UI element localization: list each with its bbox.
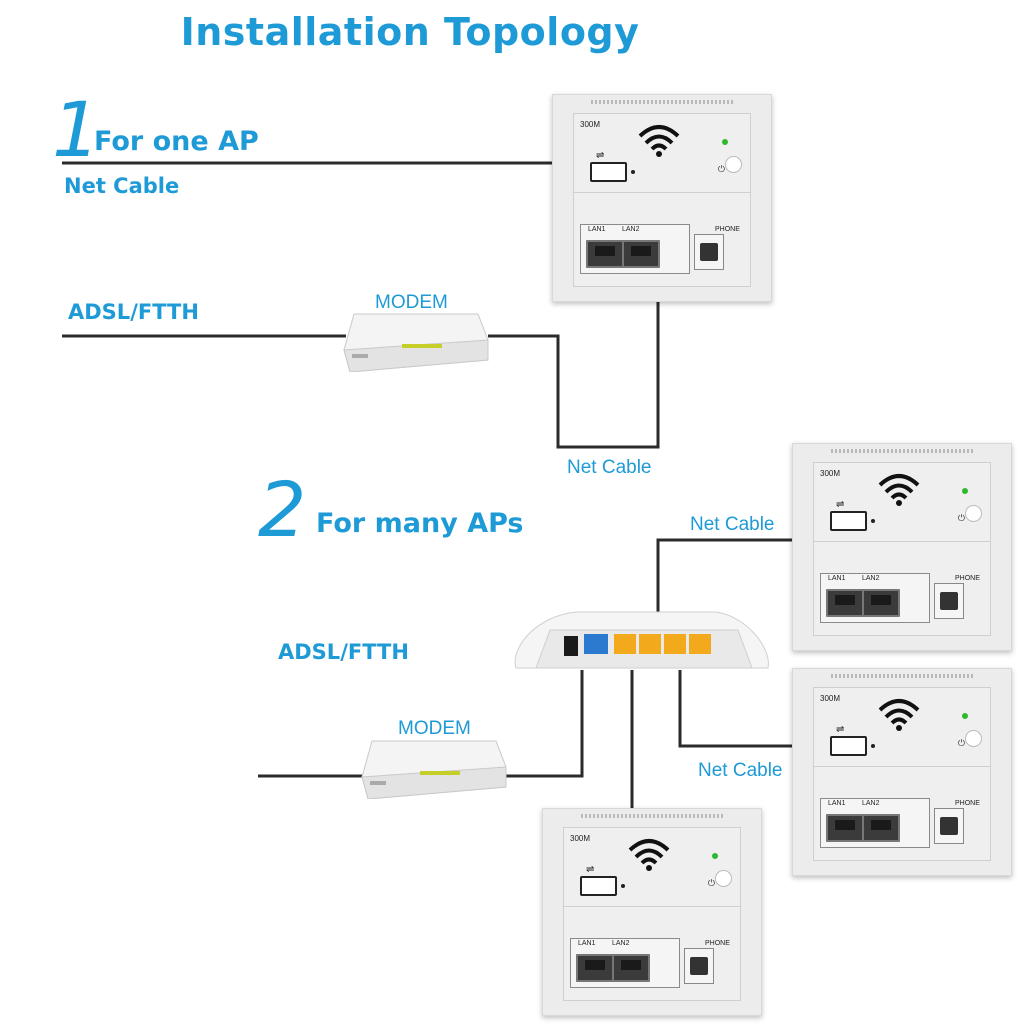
adsl-label-1: ADSL/FTTH <box>68 300 199 324</box>
power-button[interactable] <box>965 730 982 747</box>
wifi-icon <box>638 125 680 157</box>
lan1-label: LAN1 <box>828 575 846 582</box>
status-led <box>712 853 718 859</box>
lan1-port[interactable] <box>576 954 614 982</box>
usb-port[interactable] <box>580 876 617 896</box>
phone-label: PHONE <box>955 800 980 807</box>
wall-ap-2: 300M ⏻ ⇌ LAN1 LAN2 PHONE <box>792 443 1012 651</box>
power-icon: ⏻ <box>957 738 965 748</box>
modem-device-2 <box>361 740 507 799</box>
status-led <box>962 488 968 494</box>
lan1-port[interactable] <box>586 240 624 268</box>
faceplate-divider <box>574 192 750 193</box>
status-led <box>722 139 728 145</box>
step-number-1: 1 <box>52 85 101 174</box>
usb-port[interactable] <box>830 736 867 756</box>
lan1-port[interactable] <box>826 814 864 842</box>
lan1-label: LAN1 <box>588 226 606 233</box>
step-number-2: 2 <box>258 465 307 554</box>
wifi-icon <box>878 699 920 731</box>
modem-device-1 <box>343 313 489 372</box>
page-title: Installation Topology <box>180 10 640 54</box>
lan2-label: LAN2 <box>622 226 640 233</box>
ap-model-label: 300M <box>820 694 841 703</box>
lan1-label: LAN1 <box>828 800 846 807</box>
power-icon: ⏻ <box>707 878 715 888</box>
power-button[interactable] <box>965 505 982 522</box>
faceplate-divider <box>814 766 990 767</box>
modem-to-ap-cable-1 <box>488 300 660 449</box>
ap-faceplate: 300M ⏻ ⇌ LAN1 LAN2 PHONE <box>573 113 751 287</box>
step-label-2: For many APs <box>316 508 524 539</box>
power-icon: ⏻ <box>717 164 725 174</box>
faceplate-divider <box>814 541 990 542</box>
usb-port[interactable] <box>590 162 627 182</box>
wall-ap-3: 300M ⏻ ⇌ LAN1 LAN2 PHONE <box>792 668 1012 876</box>
vent-grille <box>831 449 973 453</box>
net-cable-label-1: Net Cable <box>64 174 180 198</box>
faceplate-divider <box>564 906 740 907</box>
router-device <box>514 611 769 669</box>
net-cable-label-1b: Net Cable <box>567 457 652 478</box>
lan2-label: LAN2 <box>862 575 880 582</box>
modem-to-router-cable <box>505 670 584 778</box>
status-led <box>962 713 968 719</box>
wall-ap-1: 300M ⏻ ⇌ LAN1 LAN2 PHONE <box>552 94 772 302</box>
vent-grille <box>831 674 973 678</box>
lan2-port[interactable] <box>862 589 900 617</box>
net-cable-label-2a: Net Cable <box>690 514 775 535</box>
step-label-1: For one AP <box>94 126 259 157</box>
router-to-ap-top-cable <box>656 538 795 612</box>
net-cable-label-2b: Net Cable <box>698 760 783 781</box>
lan2-port[interactable] <box>862 814 900 842</box>
ap-model-label: 300M <box>580 120 601 129</box>
phone-label: PHONE <box>705 940 730 947</box>
vent-grille <box>591 100 733 104</box>
usb-icon: ⇌ <box>836 499 845 510</box>
ap-faceplate: 300M ⏻ ⇌ LAN1 LAN2 PHONE <box>813 687 991 861</box>
ap-faceplate: 300M ⏻ ⇌ LAN1 LAN2 PHONE <box>813 462 991 636</box>
lan2-label: LAN2 <box>862 800 880 807</box>
usb-port[interactable] <box>830 511 867 531</box>
wifi-icon <box>878 474 920 506</box>
usb-indicator <box>621 884 625 888</box>
phone-port[interactable] <box>934 808 964 844</box>
usb-indicator <box>871 744 875 748</box>
lan2-label: LAN2 <box>612 940 630 947</box>
power-icon: ⏻ <box>957 513 965 523</box>
usb-icon: ⇌ <box>596 150 605 161</box>
phone-port[interactable] <box>684 948 714 984</box>
adsl-label-2: ADSL/FTTH <box>278 640 409 664</box>
lan1-label: LAN1 <box>578 940 596 947</box>
usb-icon: ⇌ <box>836 724 845 735</box>
ap-faceplate: 300M ⏻ ⇌ LAN1 LAN2 PHONE <box>563 827 741 1001</box>
modem-label-2: MODEM <box>398 718 471 739</box>
ap-model-label: 300M <box>570 834 591 843</box>
power-button[interactable] <box>715 870 732 887</box>
phone-label: PHONE <box>955 575 980 582</box>
wifi-icon <box>628 839 670 871</box>
phone-port[interactable] <box>694 234 724 270</box>
lan2-port[interactable] <box>622 240 660 268</box>
lan1-port[interactable] <box>826 589 864 617</box>
modem-label-1: MODEM <box>375 292 448 313</box>
lan2-port[interactable] <box>612 954 650 982</box>
vent-grille <box>581 814 723 818</box>
router-to-ap-right-cable <box>678 670 793 748</box>
power-button[interactable] <box>725 156 742 173</box>
phone-label: PHONE <box>715 226 740 233</box>
phone-port[interactable] <box>934 583 964 619</box>
usb-icon: ⇌ <box>586 864 595 875</box>
usb-indicator <box>871 519 875 523</box>
ap-model-label: 300M <box>820 469 841 478</box>
usb-indicator <box>631 170 635 174</box>
wall-ap-4: 300M ⏻ ⇌ LAN1 LAN2 PHONE <box>542 808 762 1016</box>
